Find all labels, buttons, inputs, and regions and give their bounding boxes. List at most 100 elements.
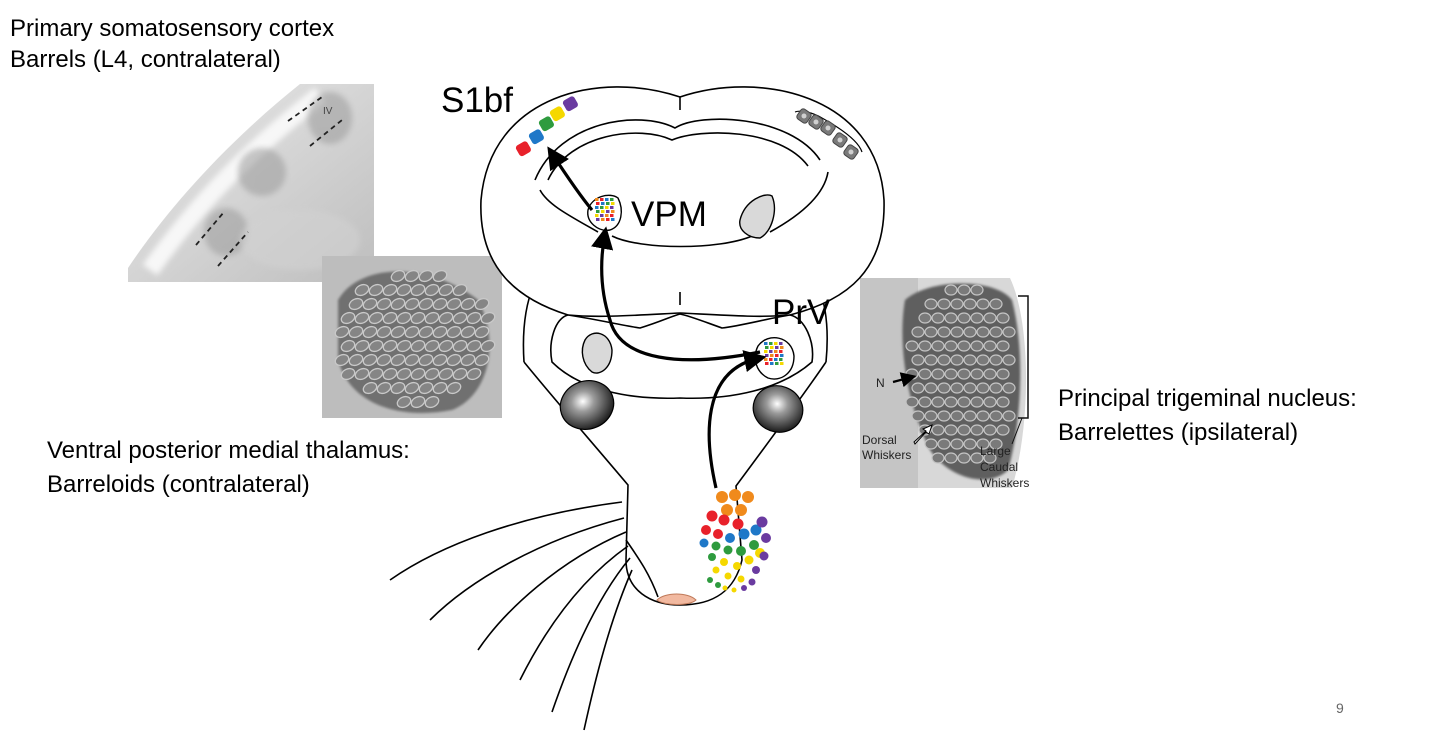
barrelette-texture-cell <box>970 284 984 296</box>
whisker-pad-dot <box>749 540 759 550</box>
nose-icon <box>656 593 697 605</box>
whisker-pad-dot <box>732 518 744 530</box>
dorsal-whiskers-label-2: Whiskers <box>862 448 912 462</box>
barreloid-texture-cell <box>382 283 398 297</box>
barrelette-texture-cell <box>918 368 932 380</box>
barreloid-texture-cell <box>362 381 378 395</box>
whisker-pad-dot <box>723 545 733 555</box>
barreloid-texture-cell <box>446 297 462 311</box>
whisker-pad-dot <box>750 524 762 536</box>
barreloid-texture-cell <box>396 311 412 325</box>
barrelette-texture-cell <box>970 340 984 352</box>
barrelette-texture-cell <box>950 438 964 450</box>
barreloid <box>610 198 614 201</box>
whisker-pad-dot <box>722 585 728 591</box>
barrelette-texture-cell <box>976 410 990 422</box>
barrelette-texture-cell <box>989 438 1003 450</box>
barrelette <box>770 354 774 357</box>
whisker-pad-dot <box>706 510 718 522</box>
barrelette-texture-cell <box>963 354 977 366</box>
grey-barrel-center <box>848 149 854 155</box>
barrelette-texture-cell <box>918 396 932 408</box>
barreloid-texture-cell <box>410 367 426 381</box>
barrel-square <box>562 96 578 112</box>
grey-barrel-center <box>801 113 807 119</box>
barrelette-texture-cell <box>944 368 958 380</box>
right-barrels <box>796 108 859 160</box>
barreloid <box>611 210 615 213</box>
barrelette-texture-cell <box>976 382 990 394</box>
barreloid-texture-cell <box>376 297 392 311</box>
barreloid-texture-cell <box>390 381 406 395</box>
layer-boundary-line <box>287 96 323 122</box>
barreloid-texture-cell <box>438 367 454 381</box>
barrelette <box>769 350 773 353</box>
barrelette-texture-cell <box>970 368 984 380</box>
whisker-pad-dot <box>721 504 733 516</box>
barreloid-texture-cell <box>362 353 378 367</box>
barrelette-texture-cell <box>911 410 925 422</box>
barreloid <box>601 210 605 213</box>
barrelette-texture-cell <box>950 326 964 338</box>
barrelette-texture-cell <box>937 410 951 422</box>
barreloid-texture-cell <box>480 339 496 353</box>
grey-barrel-center <box>825 125 831 131</box>
whisker-pad-dot <box>718 514 730 526</box>
barrelette-texture-cell <box>905 396 919 408</box>
n-marker-label: N <box>876 376 885 390</box>
vpm-to-s1bf-arrow <box>547 146 594 212</box>
barrelette-texture-cell <box>970 424 984 436</box>
whisker-pad-dot <box>708 553 716 561</box>
barrelette-texture-cell <box>924 382 938 394</box>
barrelette <box>764 358 768 361</box>
barreloid-texture-cell <box>460 297 476 311</box>
barrelette-texture-cell <box>983 424 997 436</box>
whisker-pad-dot <box>713 529 723 539</box>
barrelette <box>774 350 778 353</box>
barrelette-texture-cell <box>989 298 1003 310</box>
barrelette-texture-cell <box>1002 410 1016 422</box>
whisker-pad-dot <box>724 572 732 580</box>
barreloid-texture-cell <box>334 353 350 367</box>
barrelette-texture-cell <box>983 340 997 352</box>
rodent-head-outline <box>480 86 885 606</box>
barreloid <box>611 202 615 205</box>
barrelette-texture-cell <box>944 424 958 436</box>
vpm-label: VPM <box>631 195 707 234</box>
whisker-pad-dot <box>716 491 728 503</box>
slide-number: 9 <box>1336 700 1344 716</box>
large-caudal-label-2: Caudal <box>980 460 1019 474</box>
barrelette-texture-cell <box>957 312 971 324</box>
barreloid-texture-cell <box>362 325 378 339</box>
barreloid-texture-cell <box>376 325 392 339</box>
dorsal-whiskers-label-1: Dorsal <box>862 433 897 447</box>
barreloid-texture-cell <box>438 339 454 353</box>
barreloid-texture-cell <box>348 353 364 367</box>
prv-label: PrV <box>772 293 831 332</box>
barrel-square <box>515 141 531 157</box>
layer-boundary-line <box>217 231 249 267</box>
barrelette-texture-cell <box>931 452 945 464</box>
barreloid <box>605 206 609 209</box>
prv-micrograph <box>860 278 1029 488</box>
barrelette-texture-cell <box>970 452 984 464</box>
cortex-micrograph <box>128 84 374 282</box>
barreloid-texture-cell <box>368 367 384 381</box>
barrelette-texture-cell <box>970 312 984 324</box>
barreloid-texture-cell <box>396 283 412 297</box>
barrelette <box>764 350 768 353</box>
barrelette-texture-cell <box>905 340 919 352</box>
barreloid-texture-cell <box>424 311 440 325</box>
vpm-micrograph <box>322 256 502 418</box>
barreloid <box>605 214 609 217</box>
large-caudal-label-3: Whiskers <box>980 476 1030 490</box>
barreloid-texture-cell <box>404 325 420 339</box>
whisker-pad-dot <box>744 555 754 565</box>
barreloid <box>601 202 605 205</box>
barreloid-texture-cell <box>404 381 420 395</box>
barrelette-texture-cell <box>989 326 1003 338</box>
whisker-pad-dot <box>736 546 746 556</box>
barrelette-texture-cell <box>944 452 958 464</box>
barrelette-texture-cell <box>924 326 938 338</box>
whisker-pad-dot <box>761 533 771 543</box>
